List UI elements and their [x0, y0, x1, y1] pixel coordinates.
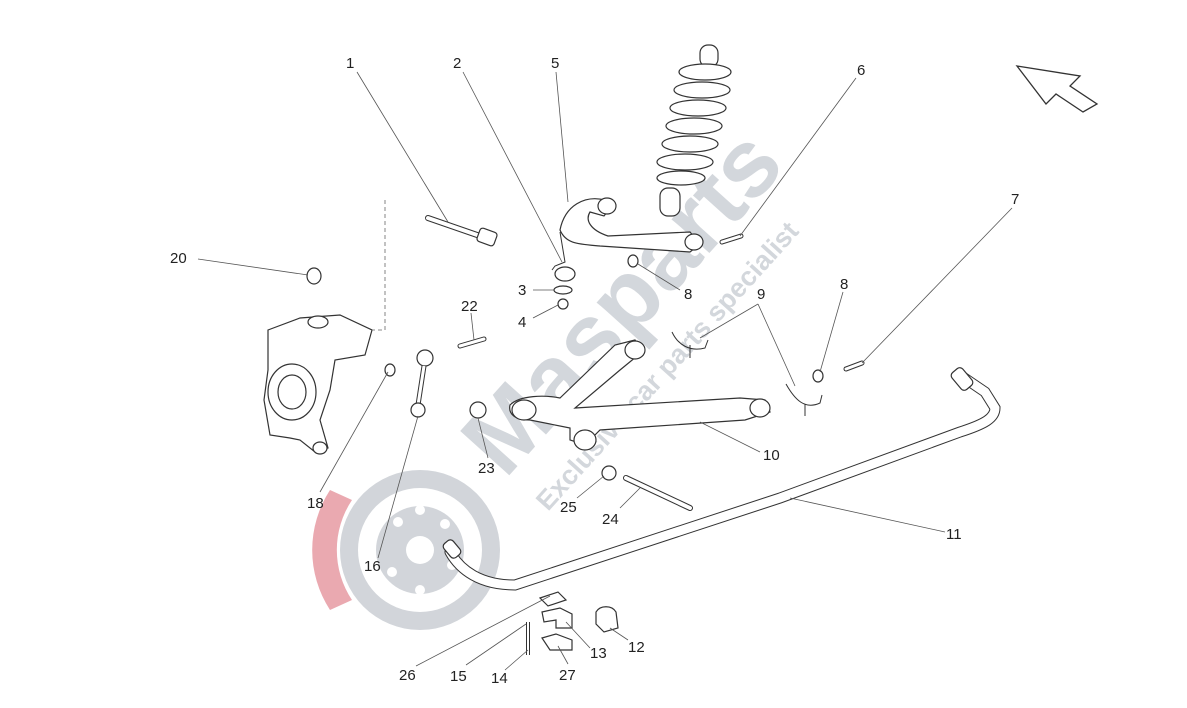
- callout-12: 12: [628, 639, 645, 656]
- callout-27: 27: [559, 667, 576, 684]
- callout-13: 13: [590, 645, 607, 662]
- callout-23: 23: [478, 460, 495, 477]
- callout-5: 5: [551, 55, 559, 72]
- callout-11: 11: [946, 526, 962, 543]
- lower-wishbone: [509, 339, 771, 451]
- callout-3: 3: [518, 282, 526, 299]
- callout-6: 6: [857, 62, 865, 79]
- bushings-clamps: [526, 591, 619, 655]
- callout-9: 9: [757, 286, 765, 303]
- watermark-logo: [312, 470, 500, 630]
- callout-1: 1: [346, 55, 354, 72]
- callout-18: 18: [307, 495, 324, 512]
- callout-16: 16: [364, 558, 381, 575]
- callout-4: 4: [518, 314, 526, 331]
- anti-roll-bar: [442, 367, 1001, 591]
- callout-20: 20: [170, 250, 187, 267]
- upper-wishbone: [551, 197, 704, 282]
- callout-8a: 8: [684, 286, 692, 303]
- shock-absorber: [656, 44, 732, 217]
- arrow-icon: [1015, 65, 1099, 113]
- bolt-1: [425, 215, 498, 247]
- drop-link: [410, 349, 434, 418]
- small-parts: [306, 233, 865, 511]
- callout-15: 15: [450, 668, 467, 685]
- leader-lines: [197, 71, 1013, 671]
- hub-carrier: [263, 314, 373, 455]
- callout-25: 25: [560, 499, 577, 516]
- callout-8b: 8: [840, 276, 848, 293]
- reference-line: [372, 200, 386, 331]
- callout-22: 22: [461, 298, 478, 315]
- callout-labels: 1 2 3 4 5 6 7 8 8 9 10 11 12 13 14 15 16…: [170, 55, 1019, 687]
- callout-10: 10: [763, 447, 780, 464]
- callout-24: 24: [602, 511, 619, 528]
- callout-7: 7: [1011, 191, 1019, 208]
- callout-26: 26: [399, 667, 416, 684]
- callout-14: 14: [491, 670, 508, 687]
- callout-2: 2: [453, 55, 461, 72]
